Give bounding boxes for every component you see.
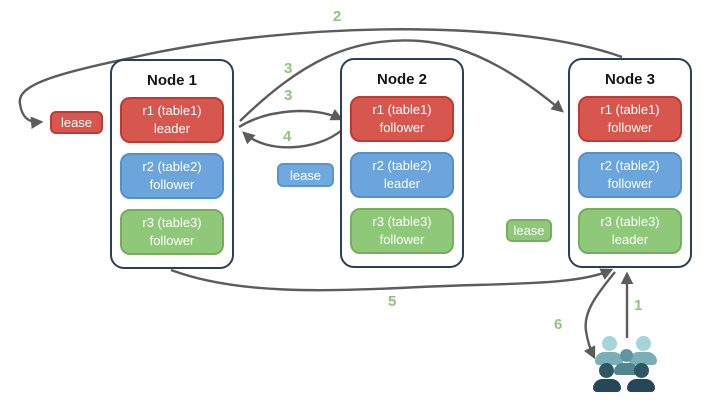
node-3: Node 3 r1 (table1) follower r2 (table2) …	[568, 58, 692, 268]
replica-range-label: r1 (table1)	[600, 102, 660, 118]
node-2-replica-r1: r1 (table1) follower	[350, 96, 454, 142]
arrow-step-6	[583, 271, 616, 360]
replica-role-label: leader	[383, 176, 421, 191]
lease-badge-r1: lease	[50, 111, 103, 134]
step-label-2: 2	[333, 8, 342, 25]
arrow-step-3-to-node2	[238, 109, 344, 129]
replica-range-label: r2 (table2)	[142, 159, 202, 175]
arrow-step-3-to-node3	[239, 39, 564, 122]
user-head	[620, 349, 633, 362]
node-1-replica-r3: r3 (table3) follower	[120, 209, 224, 255]
replica-range-label: r3 (table3)	[600, 214, 660, 230]
node-3-replica-r1: r1 (table1) follower	[578, 96, 682, 142]
lease-badge-r2: lease	[277, 163, 334, 187]
node-3-replica-r3: r3 (table3) leader	[578, 208, 682, 254]
step-label-5: 5	[388, 293, 397, 310]
replica-role-label: follower	[149, 233, 195, 248]
user-torso	[629, 352, 657, 365]
node-1-replica-r1: r1 (table1) leader	[120, 97, 224, 143]
lease-badge-r3: lease	[506, 219, 552, 242]
node-1: Node 1 r1 (table1) leader r2 (table2) fo…	[110, 59, 234, 269]
arrow-step-5	[170, 268, 614, 292]
arrow-step-4	[242, 129, 343, 149]
user-torso	[593, 379, 621, 392]
node-2: Node 2 r1 (table1) follower r2 (table2) …	[340, 58, 464, 268]
node-2-replica-r2: r2 (table2) leader	[350, 152, 454, 198]
replica-range-label: r1 (table1)	[372, 102, 432, 118]
node-3-title: Node 3	[604, 71, 655, 88]
node-2-replica-r3: r3 (table3) follower	[350, 208, 454, 254]
step-label-1: 1	[634, 297, 643, 314]
user-torso	[595, 352, 623, 365]
user-head	[599, 363, 614, 378]
replica-range-label: r3 (table3)	[142, 215, 202, 231]
users-group-icon	[591, 333, 661, 395]
step-label-4: 4	[283, 128, 292, 145]
replica-range-label: r1 (table1)	[142, 103, 202, 119]
node-1-title: Node 1	[146, 72, 197, 89]
replica-role-label: follower	[379, 232, 425, 247]
node-3-replica-r2: r2 (table2) follower	[578, 152, 682, 198]
replica-range-label: r2 (table2)	[372, 158, 432, 174]
user-head	[636, 336, 651, 351]
replica-role-label: follower	[607, 176, 653, 191]
replica-role-label: follower	[607, 120, 653, 135]
arrow-step-2	[18, 28, 623, 129]
replica-range-label: r2 (table2)	[600, 158, 660, 174]
node-1-replica-r2: r2 (table2) follower	[120, 153, 224, 199]
user-head	[602, 336, 617, 351]
replica-role-label: leader	[611, 232, 649, 247]
user-head	[634, 363, 649, 378]
replica-range-label: r3 (table3)	[372, 214, 432, 230]
user-torso	[614, 363, 638, 375]
user-torso	[627, 379, 655, 392]
step-label-6: 6	[554, 316, 563, 333]
step-label-3b: 3	[284, 87, 293, 104]
replica-role-label: follower	[379, 120, 425, 135]
node-2-title: Node 2	[376, 71, 427, 88]
replica-role-label: leader	[153, 121, 191, 136]
step-label-3a: 3	[284, 60, 293, 77]
replica-role-label: follower	[149, 177, 195, 192]
